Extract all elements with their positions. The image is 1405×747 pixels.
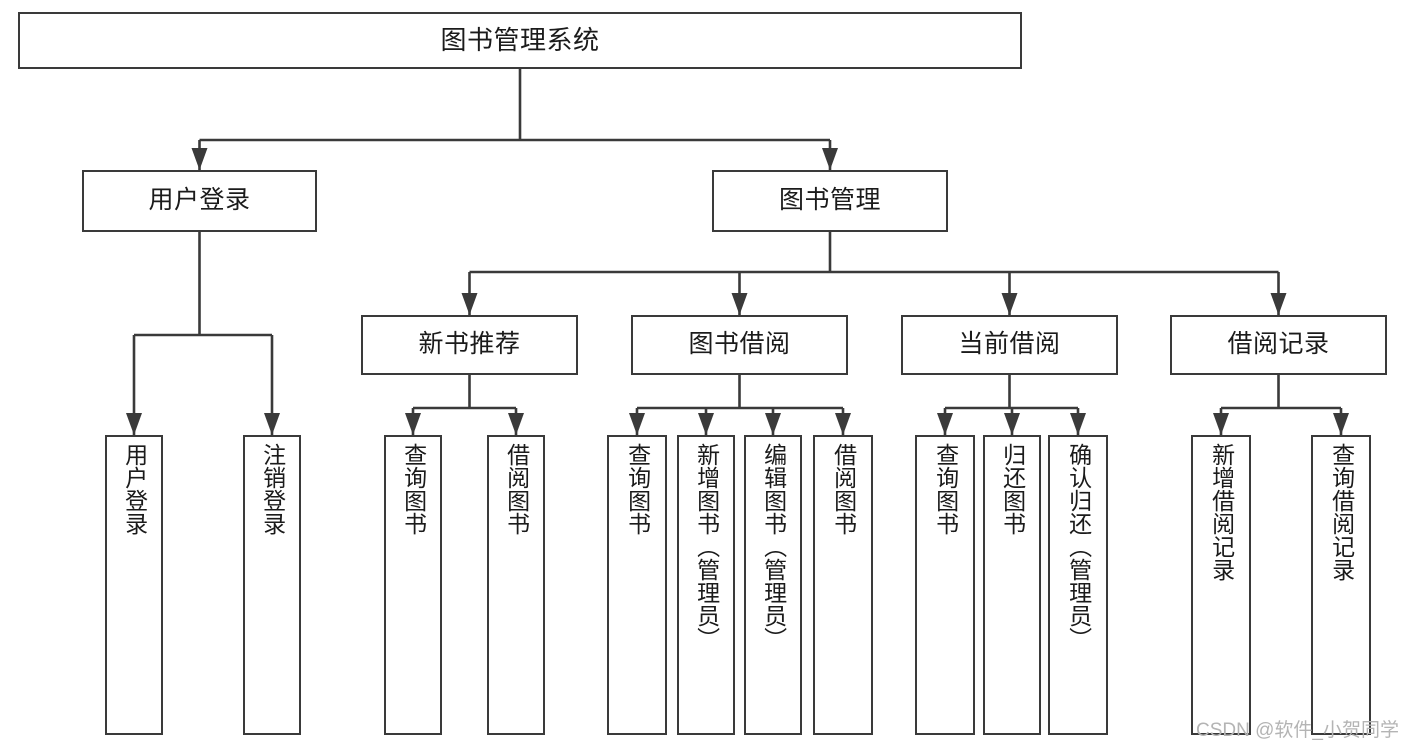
node-label: 用户登录 (121, 443, 148, 535)
arrow-head (765, 413, 781, 435)
arrow-head (1001, 293, 1018, 315)
arrow-head (264, 413, 280, 435)
arrow-head (1333, 413, 1349, 435)
node-root[interactable]: 图书管理系统 (18, 12, 1022, 69)
arrow-head (508, 413, 524, 435)
arrow-head (461, 293, 478, 315)
arrow-head (1270, 293, 1287, 315)
node-leaf-logout[interactable]: 注销登录 (243, 435, 301, 735)
node-label: 图书管理系统 (440, 25, 600, 56)
arrow-head (126, 413, 142, 435)
arrow-head (629, 413, 645, 435)
node-label: 确认归还（管理员） (1065, 443, 1092, 650)
arrow-head (1004, 413, 1020, 435)
csdn-watermark: CSDN @软件_小贺同学 (1196, 720, 1399, 741)
node-label: 新增借阅记录 (1208, 443, 1235, 581)
node-leaf-confirm-return[interactable]: 确认归还（管理员） (1048, 435, 1108, 735)
node-label: 查询图书 (624, 443, 651, 535)
node-label: 归还图书 (999, 443, 1026, 535)
arrow-head (822, 148, 838, 170)
node-label: 用户登录 (148, 186, 251, 215)
node-leaf-add-record[interactable]: 新增借阅记录 (1191, 435, 1251, 735)
node-leaf-edit-book[interactable]: 编辑图书（管理员） (744, 435, 802, 735)
node-leaf-query-book-2[interactable]: 查询图书 (607, 435, 667, 735)
arrow-head (405, 413, 421, 435)
node-label: 当前借阅 (958, 330, 1061, 359)
node-label: 借阅记录 (1227, 330, 1330, 359)
node-leaf-query-book-3[interactable]: 查询图书 (915, 435, 975, 735)
node-label: 借阅图书 (830, 443, 857, 535)
node-label: 查询图书 (400, 443, 427, 535)
node-label: 图书管理 (778, 186, 881, 215)
node-label: 新书推荐 (418, 330, 521, 359)
node-book-borrow[interactable]: 图书借阅 (631, 315, 848, 375)
node-book-manage[interactable]: 图书管理 (712, 170, 948, 232)
node-user-login[interactable]: 用户登录 (82, 170, 317, 232)
node-leaf-borrow-book-2[interactable]: 借阅图书 (813, 435, 873, 735)
node-leaf-return-book[interactable]: 归还图书 (983, 435, 1041, 735)
node-leaf-user-login[interactable]: 用户登录 (105, 435, 163, 735)
arrow-head (1213, 413, 1229, 435)
arrow-head (731, 293, 748, 315)
arrow-head (937, 413, 953, 435)
arrow-head (191, 148, 208, 170)
node-leaf-borrow-book-1[interactable]: 借阅图书 (487, 435, 545, 735)
node-leaf-query-record[interactable]: 查询借阅记录 (1311, 435, 1371, 735)
node-label: 借阅图书 (503, 443, 530, 535)
node-label: 注销登录 (259, 443, 286, 535)
arrow-head (835, 413, 851, 435)
node-label: 查询借阅记录 (1328, 443, 1355, 581)
node-leaf-add-book[interactable]: 新增图书（管理员） (677, 435, 735, 735)
node-label: 查询图书 (932, 443, 959, 535)
arrow-head (1070, 413, 1086, 435)
node-borrow-record[interactable]: 借阅记录 (1170, 315, 1387, 375)
node-label: 新增图书（管理员） (693, 443, 720, 650)
node-label: 图书借阅 (688, 330, 791, 359)
node-leaf-query-book-1[interactable]: 查询图书 (384, 435, 442, 735)
arrow-head (698, 413, 714, 435)
node-label: 编辑图书（管理员） (760, 443, 787, 650)
node-new-book-rec[interactable]: 新书推荐 (361, 315, 578, 375)
node-current-borrow[interactable]: 当前借阅 (901, 315, 1118, 375)
